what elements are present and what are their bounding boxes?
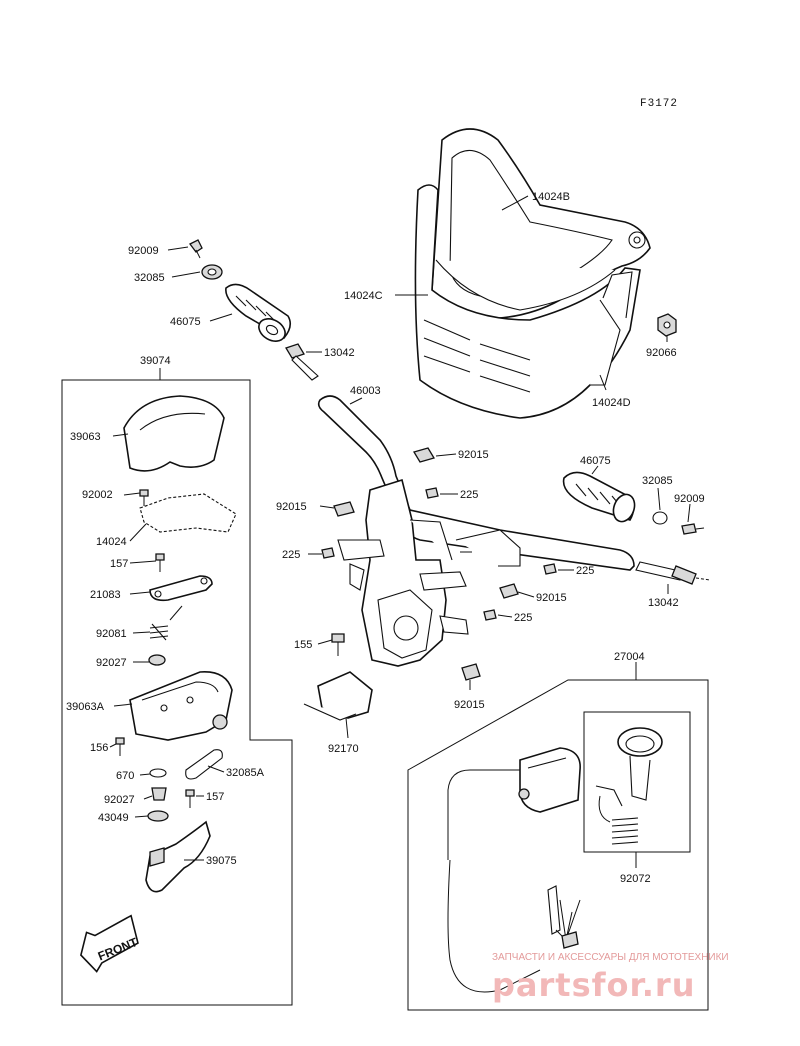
callout-39074: 39074 — [140, 355, 171, 367]
callout-92072: 92072 — [620, 873, 651, 885]
watermark-brand: partsfor.ru — [492, 966, 695, 1004]
callout-92002: 92002 — [82, 489, 113, 501]
nut-92066 — [657, 313, 677, 337]
figure-code: F3172 — [640, 98, 678, 110]
callout-46003: 46003 — [350, 385, 381, 397]
callout-39075: 39075 — [206, 855, 237, 867]
callout-92027-a: 92027 — [96, 657, 127, 669]
bracket-92170 — [303, 671, 373, 721]
callout-155: 155 — [294, 639, 312, 651]
callout-225-b: 225 — [282, 549, 300, 561]
callout-92015-d: 92015 — [454, 699, 485, 711]
callout-32085A: 32085A — [226, 767, 265, 779]
watermark: ЗАПЧАСТИ И АКСЕССУАРЫ ДЛЯ МОТОТЕХНИКИ pa… — [492, 952, 729, 1004]
switch-sub-box — [583, 711, 691, 853]
callout-225-c: 225 — [576, 565, 594, 577]
switch-housing-parts — [115, 395, 237, 893]
callout-32085-top: 32085 — [134, 272, 165, 284]
callout-14024B: 14024B — [532, 191, 570, 203]
callout-14024D: 14024D — [592, 397, 631, 409]
callout-92015-a: 92015 — [458, 449, 489, 461]
bolts-225 — [321, 487, 557, 621]
callout-21083: 21083 — [90, 589, 121, 601]
left-grip-parts — [189, 239, 319, 381]
callout-27004: 27004 — [614, 651, 645, 663]
handlebar-46003 — [317, 395, 635, 667]
callout-225-d: 225 — [514, 612, 532, 624]
callout-92009-top: 92009 — [128, 245, 159, 257]
bolt-155 — [331, 633, 345, 656]
callout-32085-right: 32085 — [642, 475, 673, 487]
callout-13042-top: 13042 — [324, 347, 355, 359]
callout-92066: 92066 — [646, 347, 677, 359]
callout-92027-b: 92027 — [104, 794, 135, 806]
callout-92081: 92081 — [96, 628, 127, 640]
callout-92015-b: 92015 — [276, 501, 307, 513]
switch-assembly-box — [61, 379, 293, 1006]
callout-13042-right: 13042 — [648, 597, 679, 609]
callout-14024C: 14024C — [344, 290, 383, 302]
callout-92015-c: 92015 — [536, 592, 567, 604]
cable-assembly-box — [407, 679, 709, 1011]
callout-14024: 14024 — [96, 536, 127, 548]
callout-92009-right: 92009 — [674, 493, 705, 505]
callout-157-b: 157 — [206, 791, 224, 803]
watermark-caption: ЗАПЧАСТИ И АКСЕССУАРЫ ДЛЯ МОТОТЕХНИКИ — [492, 952, 729, 963]
callout-225-a: 225 — [460, 489, 478, 501]
callout-670: 670 — [116, 770, 134, 782]
right-grip-parts — [562, 471, 711, 585]
callout-46075-right: 46075 — [580, 455, 611, 467]
cable-and-switch-parts — [447, 727, 663, 993]
callout-43049: 43049 — [98, 812, 129, 824]
front-direction-arrow: FRONT — [80, 914, 140, 973]
callout-156: 156 — [90, 742, 108, 754]
callout-39063A: 39063A — [66, 701, 105, 713]
callout-39063: 39063 — [70, 431, 101, 443]
clips-92015 — [333, 447, 519, 681]
headlight-cover-assembly — [414, 128, 651, 419]
callout-157-a: 157 — [110, 558, 128, 570]
callout-92170: 92170 — [328, 743, 359, 755]
callout-46075-top: 46075 — [170, 316, 201, 328]
